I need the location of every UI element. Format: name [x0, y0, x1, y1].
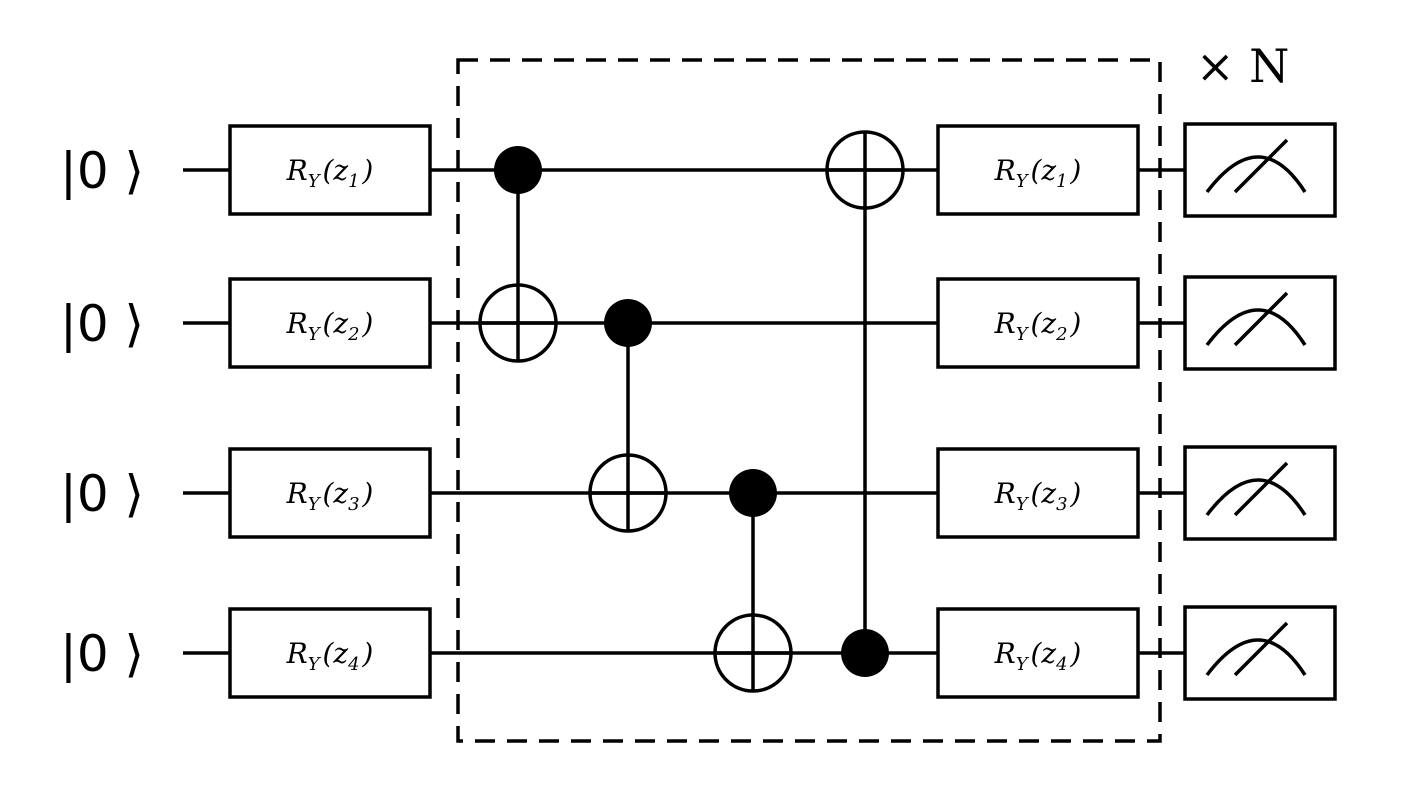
- gate-label: RY (z4 ): [994, 637, 1082, 675]
- gate-box: [228, 607, 432, 699]
- gate-label: RY (z2 ): [286, 307, 374, 345]
- measurement-box: [1183, 445, 1337, 541]
- cnot-gate: [713, 469, 793, 693]
- gate-box: [228, 447, 432, 539]
- ry-gate: RY (z1 ): [228, 124, 432, 216]
- meter-arc: [1205, 478, 1307, 517]
- meter-needle: [1233, 461, 1289, 517]
- ry-gate: RY (z3 ): [936, 447, 1140, 539]
- cnot-gate: [825, 130, 905, 677]
- gate-box: [228, 124, 432, 216]
- gates: RY (z1 ) RY (z2 ) RY (z3 ) RY (z4 ) RY (z1 )…: [228, 124, 1140, 699]
- gate-label: RY (z3 ): [286, 477, 374, 515]
- repeated-layer-block: [456, 58, 1162, 743]
- meter-arc: [1205, 638, 1307, 677]
- input-states: |0 ⟩ |0 ⟩ |0 ⟩ |0 ⟩: [60, 142, 144, 683]
- ry-gate: RY (z1 ): [936, 124, 1140, 216]
- ry-gate: RY (z4 ): [228, 607, 432, 699]
- ry-gate: RY (z4 ): [936, 607, 1140, 699]
- gate-label: RY (z1 ): [286, 154, 374, 192]
- ry-gate: RY (z2 ): [228, 277, 432, 369]
- measurement-box: [1183, 122, 1337, 218]
- measurements: [1183, 122, 1337, 701]
- control-dot: [841, 629, 889, 677]
- gate-label: RY (z1 ): [994, 154, 1082, 192]
- meter-icon: [1183, 122, 1337, 218]
- gate-box: [228, 277, 432, 369]
- meter-arc: [1205, 155, 1307, 194]
- gate-box: [936, 124, 1140, 216]
- measurement-box: [1183, 275, 1337, 371]
- meter-icon: [1183, 445, 1337, 541]
- gate-label: RY (z4 ): [286, 637, 374, 675]
- cnot-gates: [478, 130, 905, 693]
- gate-box: [936, 607, 1140, 699]
- input-ket-3: |0 ⟩: [60, 465, 144, 523]
- qubit-wires: [183, 168, 1185, 655]
- meter-arc: [1205, 308, 1307, 347]
- control-dot: [729, 469, 777, 517]
- ry-gate: RY (z2 ): [936, 277, 1140, 369]
- meter-icon: [1183, 275, 1337, 371]
- input-ket-2: |0 ⟩: [60, 295, 144, 353]
- meter-icon: [1183, 605, 1337, 701]
- gate-box: [936, 277, 1140, 369]
- input-ket-4: |0 ⟩: [60, 625, 144, 683]
- meter-needle: [1233, 138, 1289, 194]
- meter-needle: [1233, 291, 1289, 347]
- gate-label: RY (z3 ): [994, 477, 1082, 515]
- cnot-gate: [588, 299, 668, 533]
- input-ket-1: |0 ⟩: [60, 142, 144, 200]
- repeat-count-label: × N: [1196, 39, 1289, 93]
- ry-gate: RY (z3 ): [228, 447, 432, 539]
- gate-box: [936, 447, 1140, 539]
- control-dot: [494, 146, 542, 194]
- meter-needle: [1233, 621, 1289, 677]
- cnot-gate: [478, 146, 558, 363]
- gate-label: RY (z2 ): [994, 307, 1082, 345]
- control-dot: [604, 299, 652, 347]
- measurement-box: [1183, 605, 1337, 701]
